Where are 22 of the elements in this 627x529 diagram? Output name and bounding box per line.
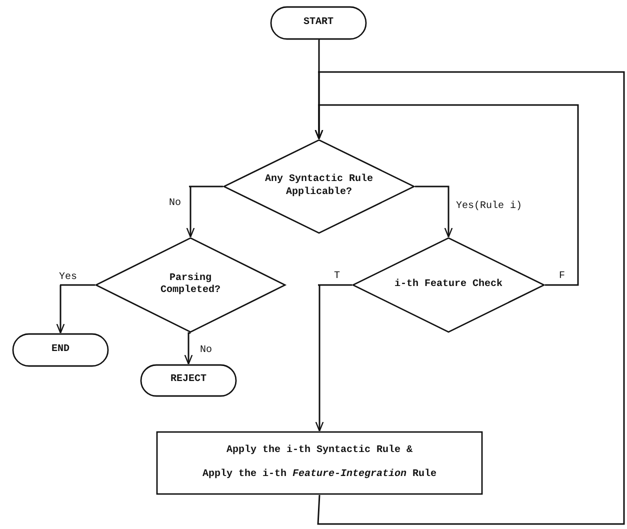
decision-diamond [223,139,415,234]
decision-diamond [95,237,286,333]
node-text: REJECT [170,374,206,387]
terminal-node [140,364,237,397]
node-text: START [303,16,334,30]
decision-diamond [352,237,545,333]
process-box [156,431,483,495]
arrow [56,284,95,334]
node-text: Apply the i-th Feature-Integration Rule [202,469,437,482]
arrow [315,284,352,432]
node-text: Parsing Completed? [159,272,222,298]
arrow [415,186,453,238]
terminal-node [12,333,109,367]
terminal-node [270,6,367,40]
arrow [186,186,223,238]
node-text: Apply the i-th Syntactic Rule & [226,444,413,457]
node-text: i-th Feature Check [394,278,503,292]
node-text: Any Syntactic Rule Applicable? [264,174,374,199]
edge-label: Yes(Rule i) [455,201,524,213]
arrow [314,71,625,525]
node-text: END [51,344,70,356]
arrow [184,332,193,365]
